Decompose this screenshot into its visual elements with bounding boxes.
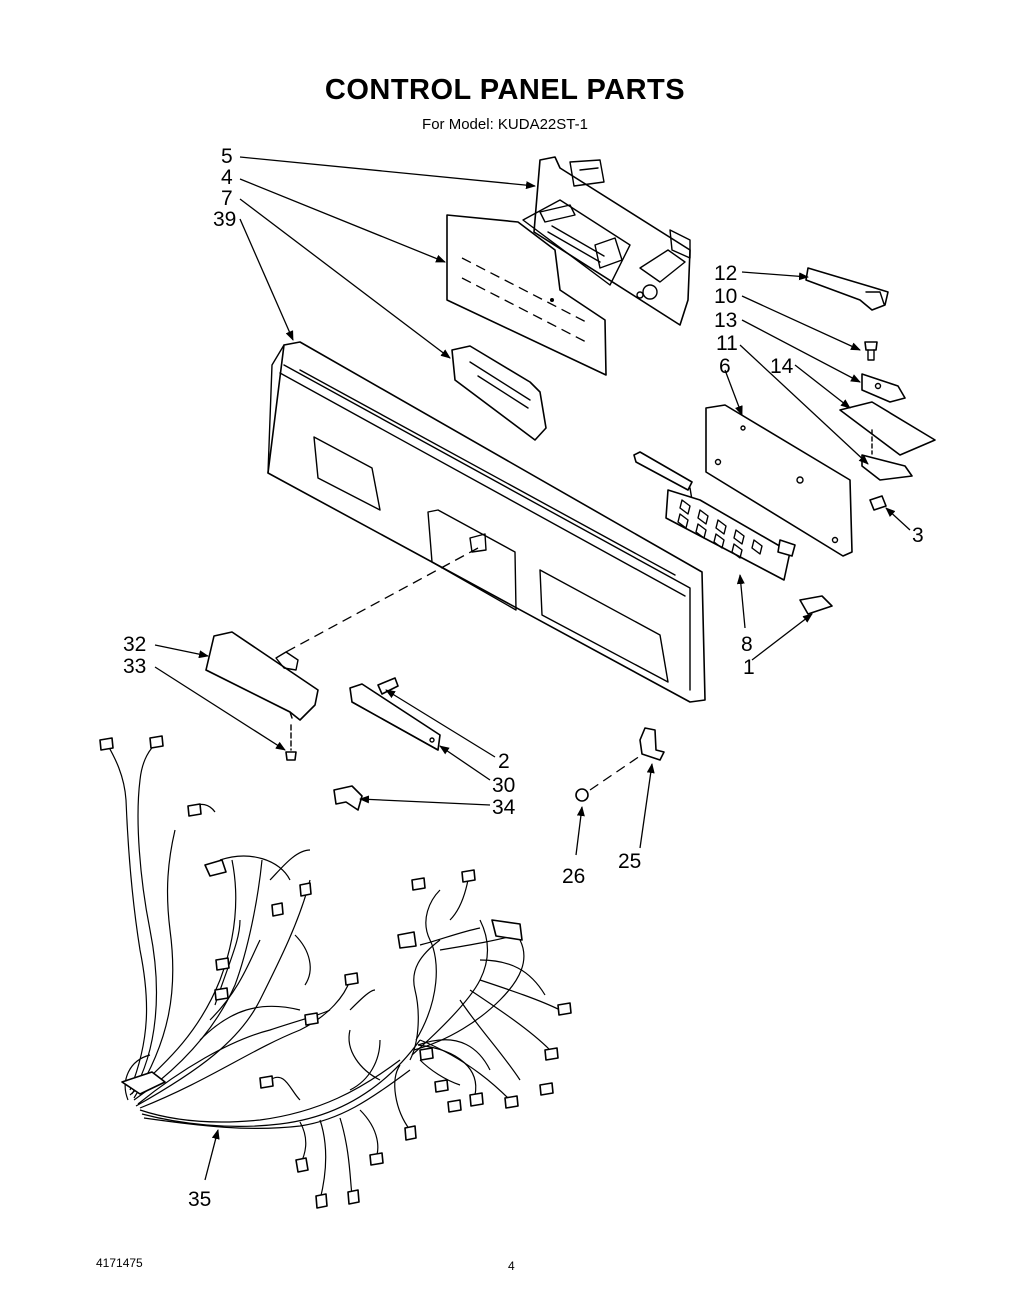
callout-labels: 5 4 7 39 12 10 13 11 14 6 3 8 1 32 33 2 … [123, 145, 924, 1211]
part-5-control-board [522, 156, 691, 326]
page-title: CONTROL PANEL PARTS [324, 74, 686, 106]
part-7-bracket [451, 345, 547, 441]
callout-14: 14 [770, 355, 794, 378]
part-33-screw [285, 724, 297, 761]
part-25-bracket [639, 727, 665, 761]
callout-6: 6 [719, 355, 731, 378]
part-13-switch-bracket [861, 373, 906, 403]
part-12-bracket-strip [805, 267, 889, 311]
document-number: 4171475 [96, 1256, 143, 1270]
part-3-clip [869, 495, 887, 511]
callout-35: 35 [188, 1188, 211, 1211]
model-subtitle: For Model: KUDA22ST-1 [422, 116, 588, 133]
callout-3: 3 [912, 524, 924, 547]
callout-1: 1 [743, 656, 755, 679]
part-39-console-panel [267, 341, 706, 703]
callout-33: 33 [123, 655, 146, 678]
callout-12: 12 [714, 262, 737, 285]
part-35-wire-harness [99, 735, 572, 1209]
leader-lines [154, 156, 911, 1181]
part-1-clip [799, 595, 833, 615]
part-4-insulation-sheet [446, 214, 607, 376]
callout-34: 34 [492, 796, 516, 819]
part-6-mounting-plate [705, 404, 853, 557]
part-32-handle [205, 631, 319, 721]
callout-8: 8 [741, 633, 753, 656]
callout-2: 2 [498, 750, 510, 773]
callout-13: 13 [714, 309, 737, 332]
part-30-handle-bracket [349, 677, 441, 751]
callout-30: 30 [492, 774, 515, 797]
part-10-screw [864, 341, 878, 361]
part-14-plate [839, 401, 936, 456]
part-34-clip [333, 785, 363, 811]
callout-5: 5 [221, 145, 233, 168]
callout-11: 11 [716, 332, 738, 355]
callout-7: 7 [221, 187, 233, 210]
callout-26: 26 [562, 865, 585, 888]
part-8-membrane-switch [633, 451, 796, 581]
part-26-screw [575, 755, 641, 802]
callout-4: 4 [221, 166, 233, 189]
callout-32: 32 [123, 633, 146, 656]
callout-39: 39 [213, 208, 236, 231]
callout-10: 10 [714, 285, 737, 308]
callout-25: 25 [618, 850, 641, 873]
page-number: 4 [508, 1259, 515, 1273]
